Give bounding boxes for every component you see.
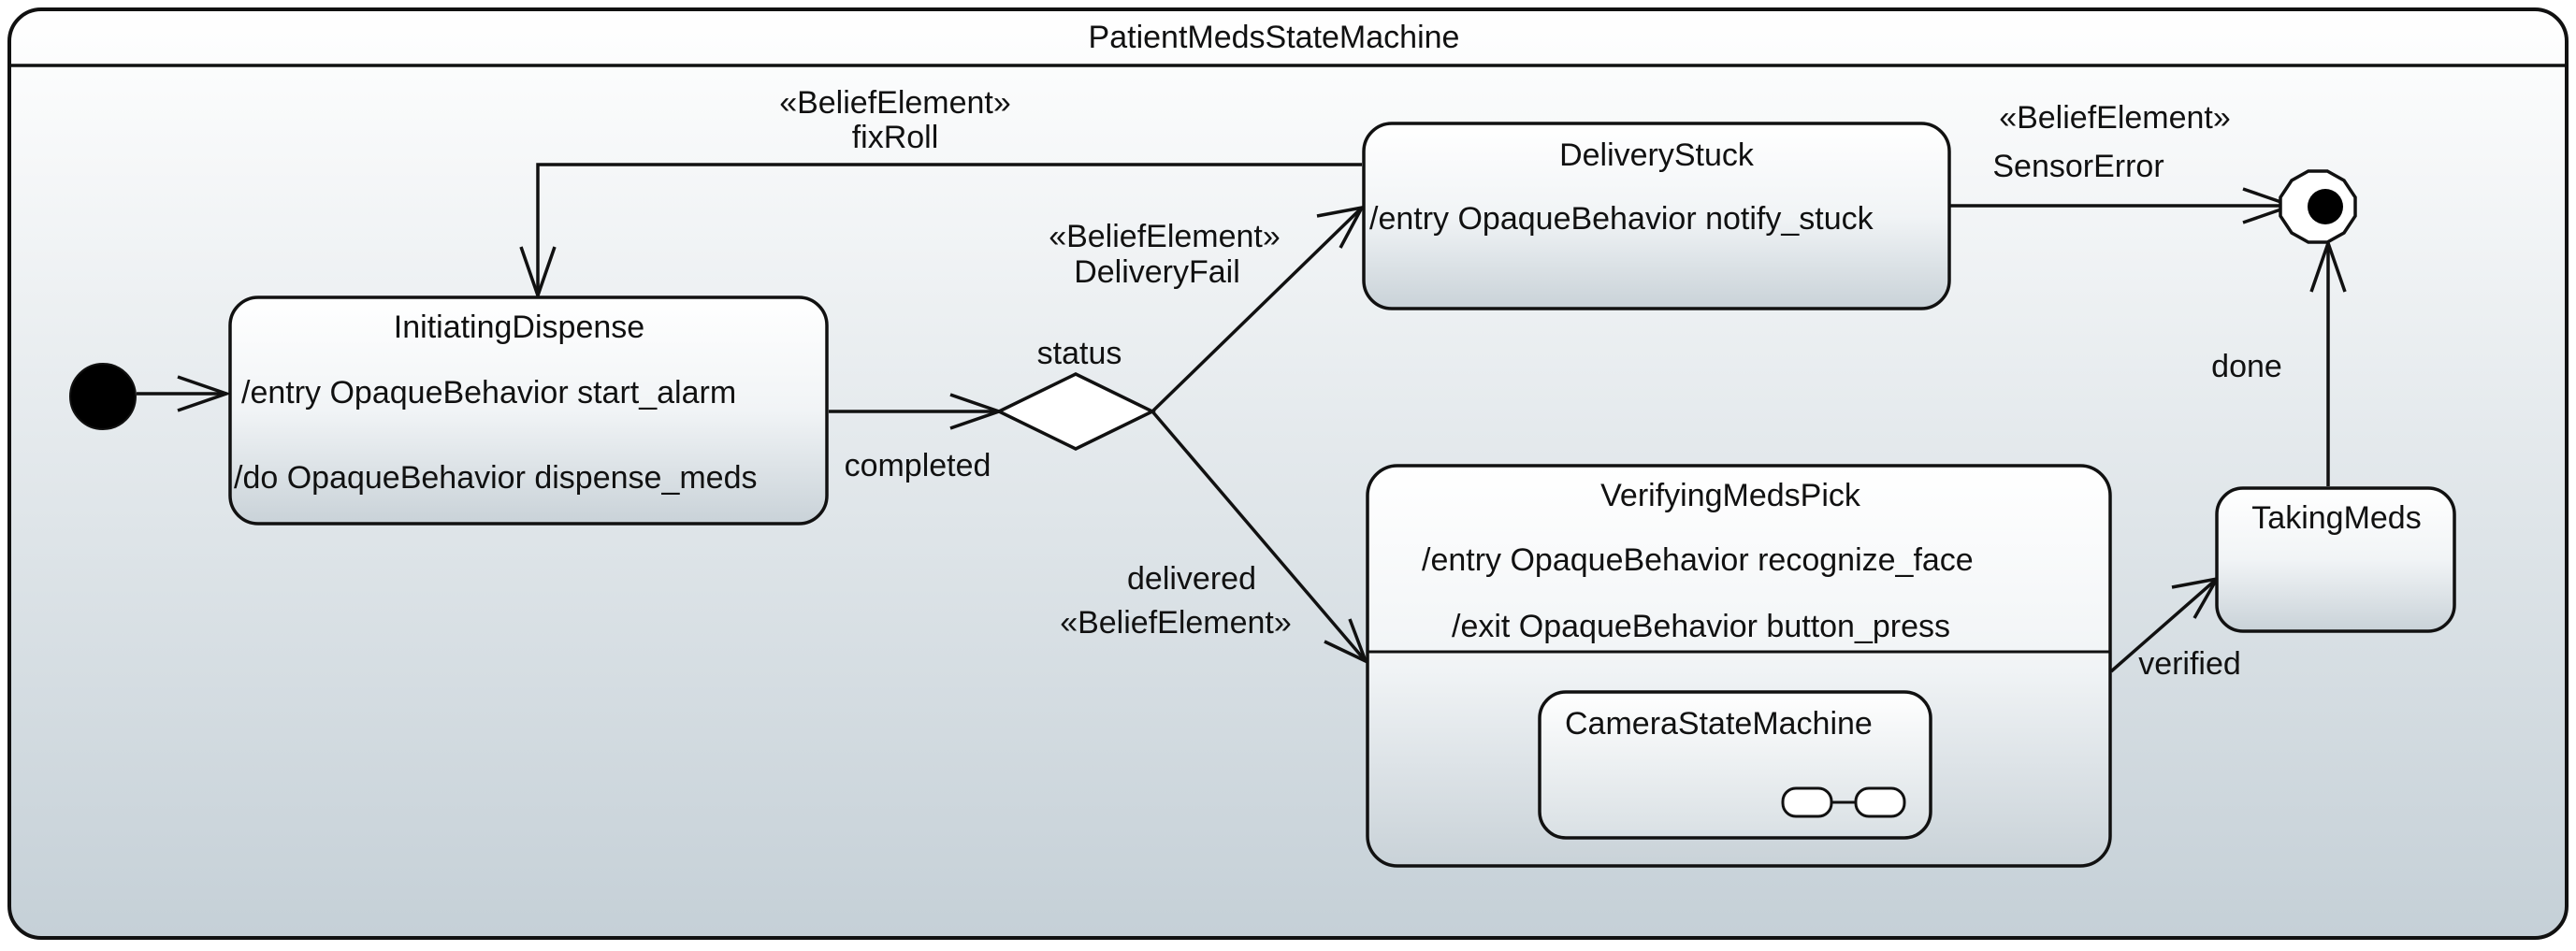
state-name: DeliveryStuck: [1559, 137, 1755, 173]
sensor-error-stereotype: «BeliefElement»: [1999, 100, 2231, 136]
delivered-stereotype: «BeliefElement»: [1060, 605, 1292, 641]
entry-action: /entry OpaqueBehavior recognize_face: [1422, 542, 1974, 578]
initial-pseudostate[interactable]: [69, 363, 137, 430]
choice-label: status: [1037, 336, 1122, 371]
sensor-error-label: SensorError: [1992, 149, 2164, 184]
state-delivery-stuck[interactable]: DeliveryStuck /entry OpaqueBehavior noti…: [1362, 122, 1951, 310]
do-action: /do OpaqueBehavior dispense_meds: [234, 460, 758, 496]
verified-label: verified: [2138, 646, 2241, 682]
state-name: VerifyingMedsPick: [1600, 478, 1861, 513]
state-initiating-dispense[interactable]: InitiatingDispense /entry OpaqueBehavior…: [228, 295, 829, 526]
fix-roll-stereotype: «BeliefElement»: [779, 85, 1011, 121]
submachine-icon: [1781, 786, 1906, 818]
state-taking-meds[interactable]: TakingMeds: [2215, 486, 2456, 633]
choice-pseudostate[interactable]: [995, 372, 1156, 451]
transition-initial-to-initiating[interactable]: [137, 375, 232, 412]
delivery-fail-label: DeliveryFail: [1074, 254, 1240, 290]
submachine-name: CameraStateMachine: [1565, 706, 1873, 742]
submachine-state-camera[interactable]: CameraStateMachine: [1538, 690, 1932, 840]
entry-action: /entry OpaqueBehavior start_alarm: [241, 375, 736, 411]
final-state[interactable]: [2279, 169, 2357, 244]
state-verifying-meds-pick[interactable]: VerifyingMedsPick /entry OpaqueBehavior …: [1366, 464, 2112, 868]
delivered-label: delivered: [1127, 561, 1256, 597]
delivery-fail-stereotype: «BeliefElement»: [1049, 219, 1281, 254]
state-name: InitiatingDispense: [394, 310, 644, 345]
transition-fix-roll[interactable]: [519, 163, 1362, 301]
completed-label: completed: [845, 448, 991, 483]
exit-action: /exit OpaqueBehavior button_press: [1452, 609, 1950, 644]
state-name: TakingMeds: [2251, 500, 2421, 536]
state-machine-title: PatientMedsStateMachine: [1089, 20, 1460, 55]
transition-delivered[interactable]: [1151, 410, 1369, 665]
transition-delivery-fail[interactable]: [1151, 205, 1366, 413]
entry-action: /entry OpaqueBehavior notify_stuck: [1369, 201, 1874, 237]
done-label: done: [2211, 349, 2282, 384]
fix-roll-label: fixRoll: [852, 120, 939, 155]
